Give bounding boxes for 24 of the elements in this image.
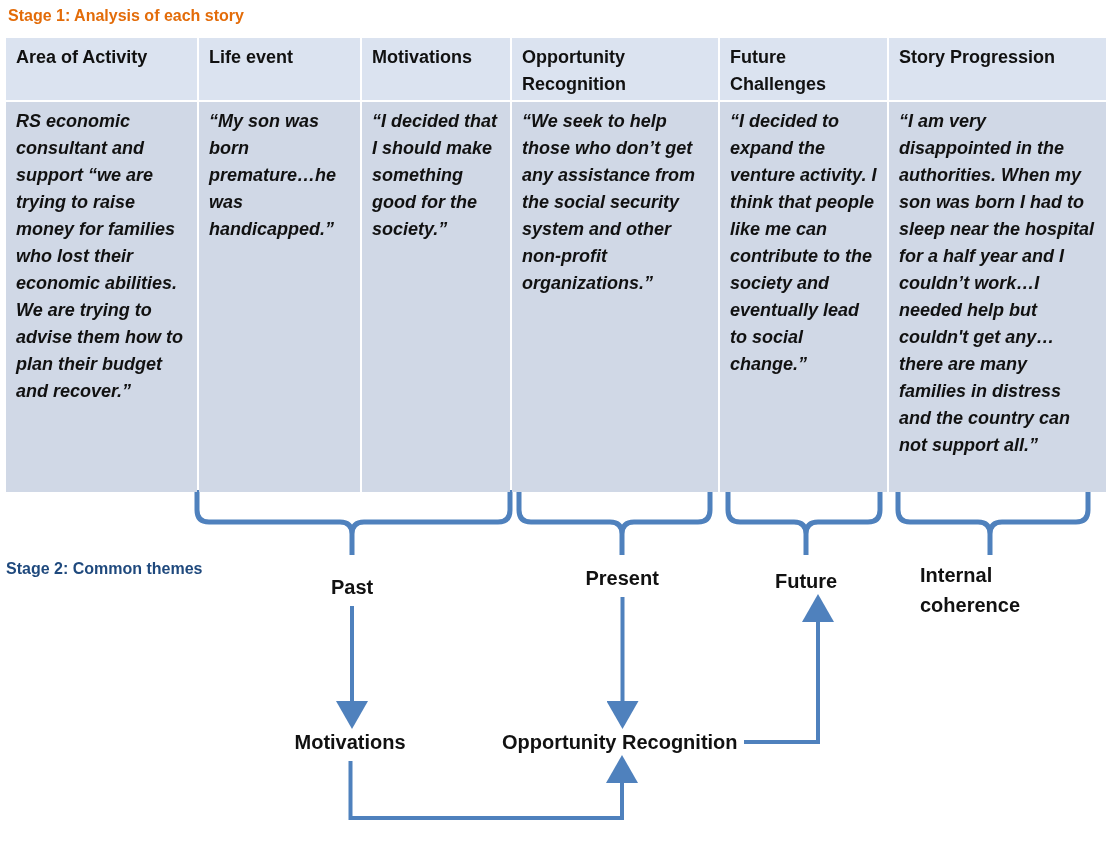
header-cell: Opportunity Recognition: [512, 38, 718, 100]
quote-cell: “I decided to expand the venture activity. I think that people like me can contribute to the society and eventually lead to social change.”: [720, 102, 887, 492]
quote-cell: “My son was born premature…he was handicapped.”: [199, 102, 360, 492]
arrow: [336, 606, 368, 729]
theme-label: Internal coherence: [920, 560, 1050, 620]
header-cell: Future Challenges: [720, 38, 887, 100]
arrow: [348, 755, 638, 820]
stage-heading: Stage 2: Common themes: [6, 560, 203, 578]
theme-label: Future: [775, 566, 838, 596]
quote-cell: RS economic consultant and support “we are trying to raise money for families who lost their economic abilities. We are trying to advise them how to plan their budget and recover.”: [6, 102, 197, 492]
header-cell: Area of Activity: [6, 38, 197, 100]
arrow: [606, 597, 639, 729]
quote-cell: “I am very disappointed in the authorities. When my son was born I had to sleep near the hospital for a half year and I couldn’t work…I needed help but couldn't get any…there are many families in distress and the country can not support all.”: [889, 102, 1106, 492]
theme-label: Present: [585, 563, 659, 593]
header-cell: Motivations: [362, 38, 510, 100]
theme-label: Opportunity Recognition: [502, 727, 738, 757]
header-cell: Story Progression: [889, 38, 1106, 100]
quote-cell: “I decided that I should make something good for the society.”: [362, 102, 510, 492]
theme-label: Past: [331, 572, 374, 602]
arrow: [744, 594, 834, 744]
header-cell: Life event: [199, 38, 360, 100]
theme-label: Motivations: [294, 727, 406, 757]
stage-heading: Stage 1: Analysis of each story: [8, 7, 244, 25]
quote-cell: “We seek to help those who don’t get any assistance from the social security system and other non-profit organizations.”: [512, 102, 718, 492]
